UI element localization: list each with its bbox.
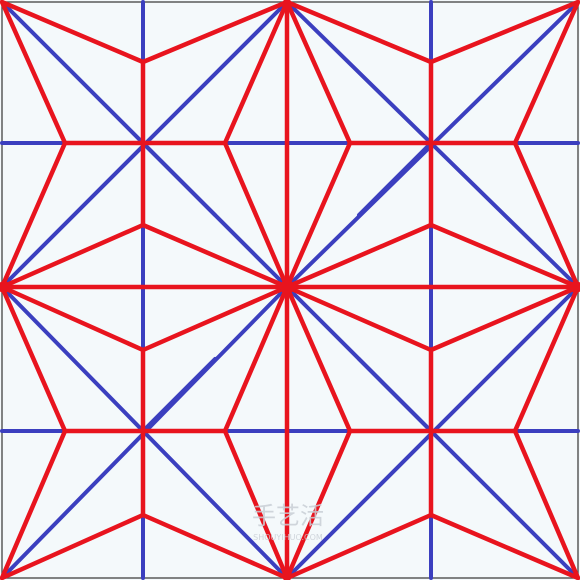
vertex-dot	[282, 571, 292, 580]
vertex-dot	[280, 280, 294, 294]
valley-line	[141, 357, 217, 433]
mountain-line	[284, 140, 353, 290]
vertex-dot	[282, 0, 292, 9]
mountain-line	[284, 0, 518, 146]
mountain-line	[140, 284, 290, 353]
mountain-line	[284, 284, 353, 434]
watermark: 手艺活 SHOUYIHUO.COM	[252, 502, 324, 542]
mountain-line	[284, 428, 518, 580]
valley-line	[357, 141, 433, 217]
mountain-line	[222, 284, 290, 434]
mountain-line	[0, 59, 146, 290]
mountain-line	[140, 222, 290, 290]
mountain-line	[62, 0, 290, 146]
valley-line	[141, 141, 217, 217]
mountain-line	[284, 284, 434, 353]
mountain-line	[284, 222, 434, 290]
mountain-line	[62, 428, 290, 580]
watermark-main-text: 手艺活	[252, 502, 324, 530]
mountain-line	[0, 284, 146, 518]
mountain-line	[222, 140, 290, 290]
mountain-line	[428, 284, 580, 518]
vertex-dot	[0, 281, 10, 293]
vertex-dot	[570, 281, 580, 293]
mountain-line	[428, 59, 580, 290]
valley-line	[357, 357, 433, 433]
watermark-sub-text: SHOUYIHUO.COM	[253, 533, 323, 542]
